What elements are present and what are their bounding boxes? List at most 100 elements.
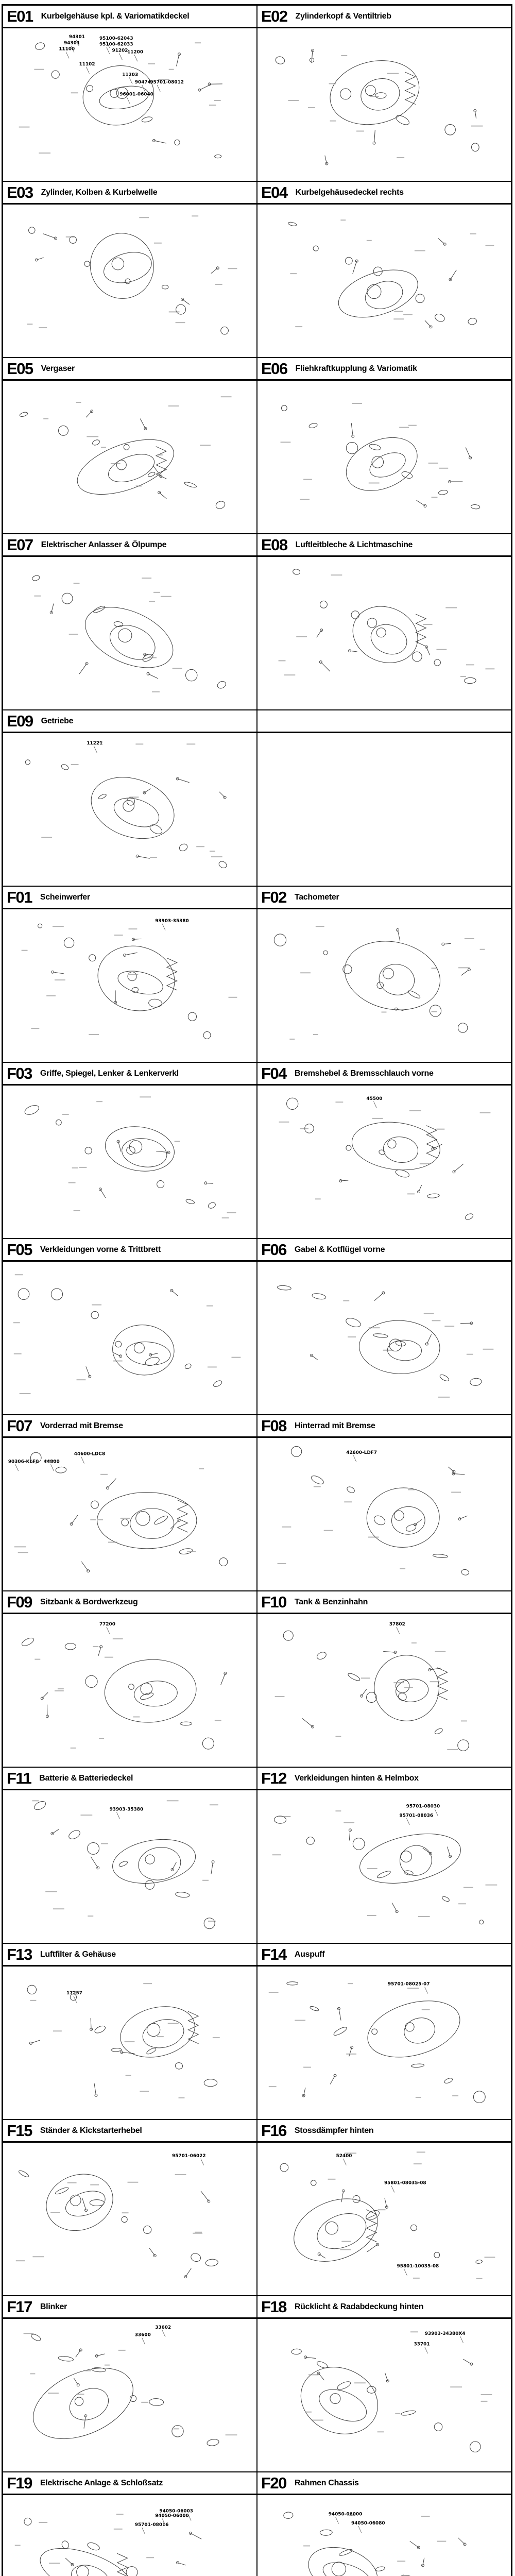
section-title: Stossdämpfer hinten [294, 2126, 374, 2135]
section-f15: F15 Ständer & Kickstarterhebel 95701-060… [3, 2120, 257, 2296]
part-number-label: 95100-62033 [99, 42, 133, 47]
section-content [258, 733, 511, 886]
section-title: Vorderrad mit Bremse [40, 1421, 123, 1430]
part-number-label: 95701-08030 [406, 1804, 440, 1809]
part-number-label: 33600 [135, 2333, 151, 2338]
section-title: Blinker [40, 2302, 67, 2311]
section-f14: F14 Auspuff 95701-08025-07 [257, 1943, 511, 2120]
section-code: E04 [261, 183, 288, 201]
section-title: Luftleitbleche & Lichtmaschine [295, 540, 413, 549]
section-header: E06 Fliehkraftkupplung & Variomatik [258, 358, 511, 381]
section-content [3, 1262, 256, 1414]
section-e06: E06 Fliehkraftkupplung & Variomatik [257, 358, 511, 534]
section-content [3, 557, 256, 709]
section-content: 45500 [258, 1086, 511, 1238]
exploded-parts-diagram: 95701-08025-07 [268, 1981, 486, 2104]
section-header: F03 Griffe, Spiegel, Lenker & Lenkerverk… [3, 1063, 256, 1086]
section-header: F11 Batterie & Batteriedeckel [3, 1768, 256, 1790]
section-title: Verkleidungen hinten & Helmbox [294, 1773, 419, 1783]
exploded-parts-diagram: 93903-35380 [21, 919, 237, 1039]
section-content [258, 28, 511, 181]
section-header: E07 Elektrischer Anlasser & Ölpumpe [3, 534, 256, 557]
section-header [258, 710, 511, 733]
section-content: 93903-35380 [3, 909, 256, 1062]
part-number-label: 94050-06000 [155, 2514, 189, 2519]
part-number-label: 52400 [336, 2154, 352, 2159]
section-title: Elektrischer Anlasser & Ölpumpe [41, 540, 167, 549]
exploded-parts-diagram: 11221 [25, 741, 227, 869]
section-f04: F04 Bremshebel & Bremsschlauch vorne 455… [257, 1062, 511, 1239]
section-title: Elektrische Anlage & Schloßsatz [40, 2478, 163, 2487]
section-content [3, 1086, 256, 1238]
part-number-label: 11221 [87, 741, 102, 746]
part-number-label: 94050-06000 [329, 2512, 363, 2517]
section-f13: F13 Luftfilter & Gehäuse 17257 [3, 1943, 257, 2120]
section-e09: E09 Getriebe 11221 [3, 710, 257, 886]
section-title: Fliehkraftkupplung & Variomatik [295, 364, 417, 373]
part-number-label: 95701-08012 [150, 80, 184, 85]
section-code: F11 [7, 1769, 32, 1787]
section-code: F12 [261, 1769, 287, 1787]
part-number-label: 11200 [127, 49, 143, 55]
section-e08: E08 Luftleitbleche & Lichtmaschine [257, 534, 511, 710]
section-title: Kurbelgehäuse kpl. & Variomatikdeckel [41, 11, 190, 21]
part-number-label: 17257 [66, 1991, 82, 1996]
section-code: F08 [261, 1417, 287, 1435]
section-header: E04 Kurbelgehäusedeckel rechts [258, 182, 511, 205]
section-header: F06 Gabel & Kotflügel vorne [258, 1239, 511, 1262]
section-header: F02 Tachometer [258, 887, 511, 909]
section-content [258, 205, 511, 357]
part-number-label: 95701-06022 [172, 2154, 206, 2159]
section-title: Luftfilter & Gehäuse [40, 1950, 116, 1959]
section-code: E01 [7, 7, 33, 25]
section-code: F17 [7, 2298, 32, 2316]
exploded-parts-diagram: 94301943011110095100-6204395100-62033912… [19, 35, 222, 159]
part-number-label: 95801-10035-08 [397, 2264, 439, 2269]
section-e02: E02 Zylinderkopf & Ventiltrieb [257, 5, 511, 181]
section-f02: F02 Tachometer [257, 886, 511, 1062]
section-code: F02 [261, 888, 287, 906]
section-f11: F11 Batterie & Batteriedeckel 93903-3538… [3, 1767, 257, 1943]
part-number-label: 95701-08016 [135, 2522, 169, 2528]
section-content [3, 381, 256, 533]
section-header: F01 Scheinwerfer [3, 887, 256, 909]
part-number-label: 42600-LDF7 [346, 1450, 377, 1455]
section-content: 77200 [3, 1614, 256, 1767]
section-title: Zylinder, Kolben & Kurbelwelle [41, 188, 158, 197]
section-f19: F19 Elektrische Anlage & Schloßsatz 9405… [3, 2472, 257, 2576]
part-number-label: 37802 [389, 1622, 405, 1627]
exploded-parts-diagram: 45500 [279, 1096, 491, 1220]
section-header: F15 Ständer & Kickstarterhebel [3, 2120, 256, 2143]
section-code: E07 [7, 536, 33, 554]
part-number-label: 94050-06080 [351, 2521, 385, 2526]
part-number-label: 11102 [79, 62, 95, 67]
section-f18: F18 Rücklicht & Radabdeckung hinten 9390… [257, 2296, 511, 2472]
section-code: F03 [7, 1064, 32, 1082]
part-number-label: 90306-KLF0 [8, 1459, 39, 1464]
exploded-parts-diagram: 93903-35380 [32, 1800, 218, 1929]
part-number-label: 94301 [69, 35, 85, 40]
exploded-parts-diagram [273, 926, 485, 1040]
section-code: E08 [261, 536, 288, 554]
section-header: E01 Kurbelgehäuse kpl. & Variomatikdecke… [3, 6, 256, 28]
exploded-parts-diagram: 95701-06022 [15, 2154, 218, 2279]
section-content: 95701-06022 [3, 2143, 256, 2295]
section-header: F14 Auspuff [258, 1944, 511, 1967]
section-f09: F09 Sitzbank & Bordwerkzeug 77200 [3, 1591, 257, 1767]
section-content: 42600-LDF7 [258, 1438, 511, 1590]
section-title: Scheinwerfer [40, 892, 90, 902]
part-number-label: 77200 [99, 1622, 115, 1627]
part-number-label: 45500 [367, 1096, 383, 1101]
section-e04: E04 Kurbelgehäusedeckel rechts [257, 181, 511, 358]
section-header: F18 Rücklicht & Radabdeckung hinten [258, 2296, 511, 2319]
section-e03: E03 Zylinder, Kolben & Kurbelwelle [3, 181, 257, 358]
section-empty [257, 710, 511, 886]
section-code: F20 [261, 2474, 287, 2492]
part-number-label: 33701 [414, 2342, 430, 2347]
part-number-label: 90474 [135, 80, 151, 85]
